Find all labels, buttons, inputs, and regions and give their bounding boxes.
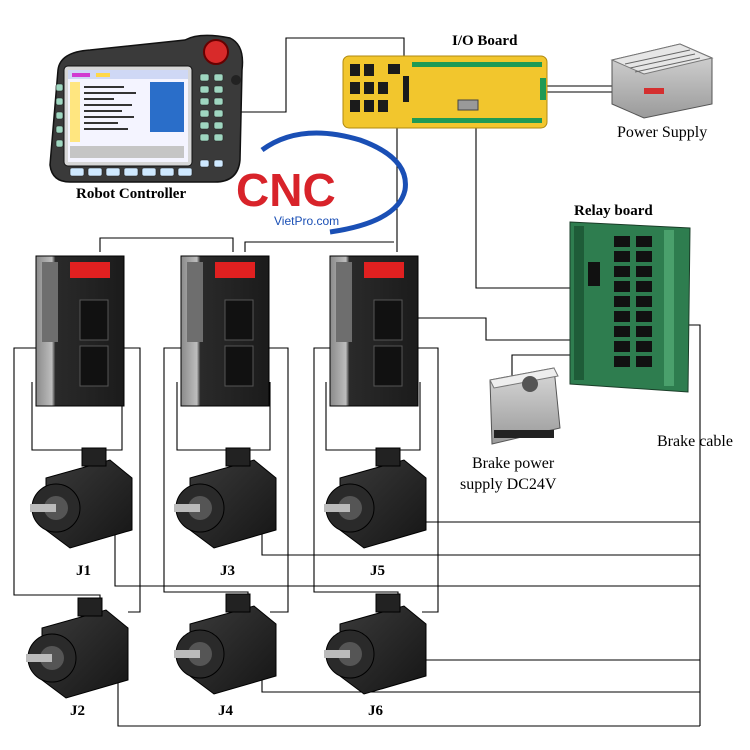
relay-board-label: Relay board: [574, 203, 653, 219]
joint-label-j1: J1: [76, 563, 91, 579]
servo-driver-3: [329, 255, 419, 407]
motor-j4: [174, 593, 277, 695]
wire-d5-right-m6: [410, 347, 439, 613]
motor-j6: [324, 593, 427, 695]
wire-io-relay: [475, 95, 578, 289]
motor-j5: [324, 447, 427, 549]
wire-d3-right-m4: [260, 347, 289, 613]
wire-brake-j4: [261, 660, 700, 693]
robot-controller: [49, 34, 244, 183]
wire-driver3-relay: [410, 317, 580, 341]
wire-d5-top-motor: [325, 382, 421, 451]
wire-driver-chain: [99, 237, 234, 252]
io-board-label: I/O Board: [452, 33, 518, 49]
joint-label-j5: J5: [370, 563, 385, 579]
logo-text: CNC: [236, 164, 336, 216]
joint-label-j6: J6: [368, 703, 383, 719]
cnc-logo: CNC: [236, 130, 408, 235]
servo-driver-1: [35, 255, 125, 407]
brake-psu-label-1: Brake power: [472, 455, 555, 472]
wire-relay-brakepsu: [511, 354, 580, 378]
brake-psu-label-2: supply DC24V: [460, 476, 557, 493]
joint-label-j2: J2: [70, 703, 85, 719]
power-supply: [610, 43, 714, 119]
joint-label-j3: J3: [220, 563, 235, 579]
motor-j3: [174, 447, 277, 549]
brake-cable-label: Brake cable: [657, 433, 733, 450]
motor-j1: [30, 447, 133, 549]
wire-driver-chain-2: [244, 241, 394, 252]
motor-j2: [26, 597, 129, 699]
power-supply-label: Power Supply: [617, 124, 708, 141]
servo-driver-2: [180, 255, 270, 407]
robot-controller-label: Robot Controller: [76, 186, 187, 202]
wire-d3-top-motor: [176, 382, 271, 451]
wire-controller-io: [230, 37, 405, 113]
wire-brake-j6: [411, 656, 700, 661]
brake-power-supply: [489, 367, 561, 445]
wire-d1-right-m2: [118, 347, 141, 613]
logo-subtext: VietPro.com: [274, 214, 340, 228]
io-board: [342, 55, 548, 129]
wire-d1-top-motor: [31, 382, 123, 451]
relay-board: [569, 221, 691, 393]
joint-label-j4: J4: [218, 703, 233, 719]
